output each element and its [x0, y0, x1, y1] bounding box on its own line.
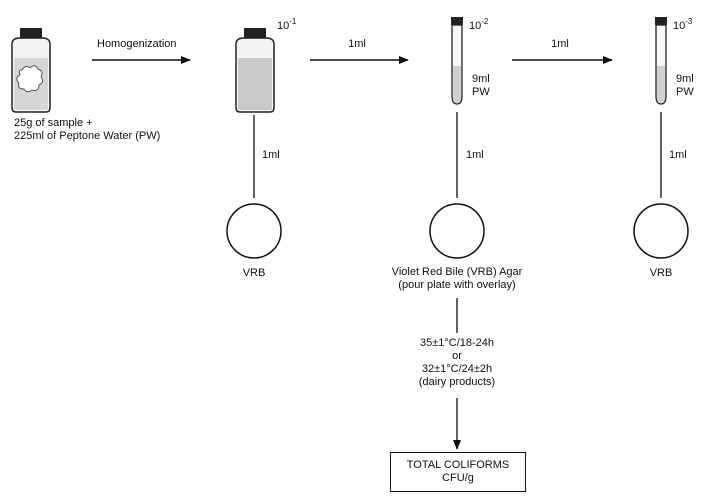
plating-volume-1: 1ml — [262, 149, 280, 161]
vrb-plate-3 — [633, 203, 689, 259]
sample-line-1: 25g of sample + — [14, 117, 93, 129]
dilution-1-exponent: -1 — [289, 17, 297, 26]
transfer-label-2: 1ml — [551, 38, 569, 50]
dilution-label-1: 10-1 — [277, 17, 297, 33]
plate-label-1: VRB — [242, 267, 266, 279]
tube-3-volume-line-2: PW — [676, 86, 694, 98]
incubation-line-2: or — [452, 350, 462, 362]
vrb-plate-1 — [226, 203, 282, 259]
tube-3-volume-line-1: 9ml — [676, 73, 694, 85]
tube-2-volume-line-1: 9ml — [472, 73, 490, 85]
tube-2-volume-line-2: PW — [472, 86, 490, 98]
dilution-3-exponent: -3 — [685, 17, 693, 26]
plating-volume-3: 1ml — [669, 149, 687, 161]
dilution-1-base: 10 — [277, 20, 290, 32]
dilution-2-base: 10 — [469, 20, 482, 32]
incubation-line-1: 35±1°C/18-24h — [419, 337, 495, 349]
plate-label-2: Violet Red Bile (VRB) Agar (pour plate w… — [392, 266, 523, 292]
sample-label: 25g of sample + 225ml of Peptone Water (… — [14, 117, 160, 143]
plate-label-2-line-1: Violet Red Bile (VRB) Agar — [391, 266, 523, 278]
plating-volume-2: 1ml — [466, 149, 484, 161]
result-line-1: TOTAL COLIFORMS — [406, 459, 510, 471]
incubation-conditions: 35±1°C/18-24h or 32±1°C/24±2h (dairy pro… — [419, 337, 495, 389]
dilution-tube-3-icon — [655, 17, 667, 105]
incubation-line-4: (dairy products) — [418, 376, 496, 388]
incubation-line-3: 32±1°C/24±2h — [421, 363, 493, 375]
sample-line-2: 225ml of Peptone Water (PW) — [14, 130, 161, 142]
dilution-label-3: 10-3 — [673, 17, 693, 33]
dilution-2-exponent: -2 — [481, 17, 489, 26]
result-box: TOTAL COLIFORMS CFU/g — [390, 452, 526, 492]
plate-label-2-line-2: (pour plate with overlay) — [398, 279, 516, 291]
tube-3-volume: 9ml PW — [676, 73, 694, 99]
dilution-3-base: 10 — [673, 20, 686, 32]
dilution-label-2: 10-2 — [469, 17, 489, 33]
homogenization-label: Homogenization — [97, 38, 177, 50]
transfer-label-1: 1ml — [348, 38, 366, 50]
tube-2-volume: 9ml PW — [472, 73, 490, 99]
dilution-tube-2-icon — [451, 17, 463, 105]
dilution-bottle-1-icon — [235, 28, 275, 113]
vrb-plate-2 — [429, 203, 485, 259]
plate-label-3: VRB — [649, 267, 673, 279]
sample-bottle-icon — [11, 28, 51, 113]
result-line-2: CFU/g — [442, 472, 474, 484]
